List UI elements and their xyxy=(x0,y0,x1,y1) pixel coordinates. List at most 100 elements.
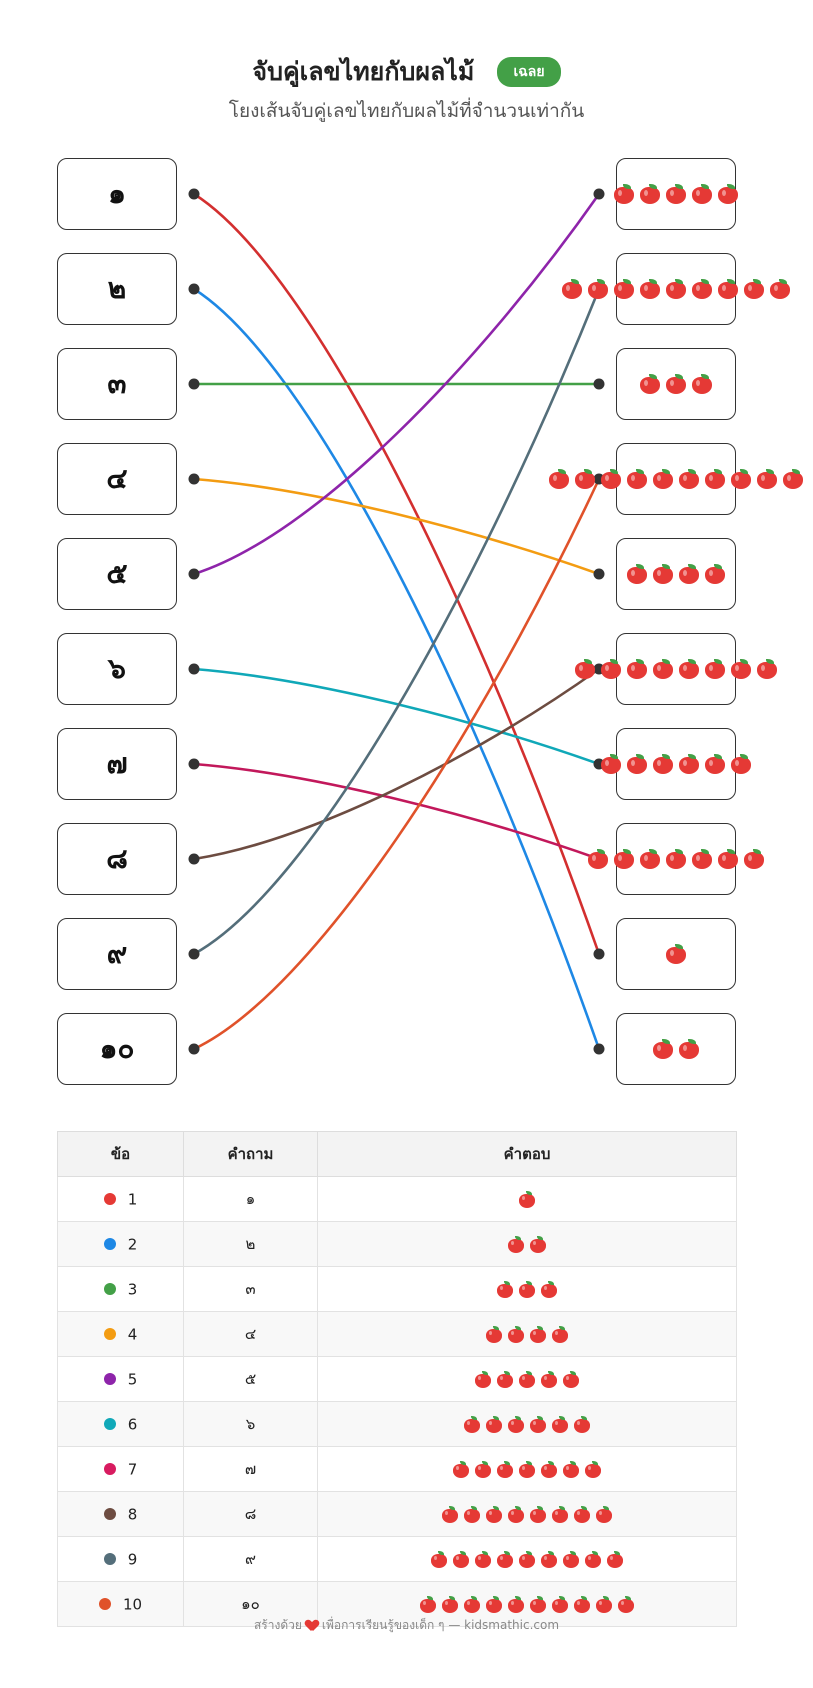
row-number: 10 xyxy=(122,1595,143,1614)
apple-icon xyxy=(529,1505,547,1523)
apple-icon xyxy=(613,279,635,299)
thai-number-box[interactable]: ๓ xyxy=(57,348,177,420)
apple-icon xyxy=(606,1550,624,1568)
apple-icon xyxy=(743,849,765,869)
apple-icon xyxy=(561,279,583,299)
apple-icon xyxy=(756,659,778,679)
right-connector-dot[interactable] xyxy=(593,188,605,200)
apple-icon xyxy=(562,1460,580,1478)
color-dot-icon xyxy=(103,1463,116,1476)
fruit-box[interactable] xyxy=(616,918,736,990)
worksheet-header: จับคู่เลขไทยกับผลไม้ เฉลย xyxy=(0,52,813,92)
left-connector-dot[interactable] xyxy=(188,568,200,580)
thai-number-box[interactable]: ๘ xyxy=(57,823,177,895)
left-connector-dot[interactable] xyxy=(188,473,200,485)
left-connector-dot[interactable] xyxy=(188,188,200,200)
apple-icon xyxy=(595,1595,613,1613)
apple-icon xyxy=(474,1460,492,1478)
footer-text: เพื่อการเรียนรู้ของเด็ก ๆ — kidsmathic.c… xyxy=(321,1618,560,1632)
match-line xyxy=(192,762,601,861)
row-number-cell: 8 xyxy=(57,1491,184,1537)
question-cell: ๗ xyxy=(183,1446,318,1492)
row-number-cell: 3 xyxy=(57,1266,184,1312)
heart-icon xyxy=(306,1620,318,1632)
row-number: 7 xyxy=(127,1460,138,1479)
apple-icon xyxy=(507,1505,525,1523)
row-number-cell: 5 xyxy=(57,1356,184,1402)
left-connector-dot[interactable] xyxy=(188,663,200,675)
thai-number-box[interactable]: ๖ xyxy=(57,633,177,705)
apple-icon xyxy=(574,659,596,679)
thai-number-box[interactable]: ๒ xyxy=(57,253,177,325)
answer-cell xyxy=(317,1176,737,1222)
thai-number-box[interactable]: ๔ xyxy=(57,443,177,515)
fruit-group xyxy=(559,274,793,304)
left-connector-dot[interactable] xyxy=(188,948,200,960)
apple-icon xyxy=(678,469,700,489)
color-dot-icon xyxy=(103,1553,116,1566)
thai-number-box[interactable]: ๑ xyxy=(57,158,177,230)
right-connector-dot[interactable] xyxy=(593,948,605,960)
apple-icon xyxy=(626,659,648,679)
apple-icon xyxy=(652,659,674,679)
thai-number-box[interactable]: ๙ xyxy=(57,918,177,990)
question-cell: ๑๐ xyxy=(183,1581,318,1627)
footer-prefix: สร้างด้วย xyxy=(253,1618,302,1632)
question-cell: ๓ xyxy=(183,1266,318,1312)
answer-table-header: ข้อ คำถาม คำตอบ xyxy=(57,1131,737,1177)
apple-icon xyxy=(485,1505,503,1523)
apple-icon xyxy=(518,1460,536,1478)
apple-icon xyxy=(652,754,674,774)
color-dot-icon xyxy=(103,1508,116,1521)
apple-icon xyxy=(573,1505,591,1523)
apple-icon xyxy=(639,279,661,299)
apple-icon xyxy=(626,564,648,584)
answer-cell xyxy=(317,1266,737,1312)
right-connector-dot[interactable] xyxy=(593,1043,605,1055)
fruit-box[interactable] xyxy=(616,1013,736,1085)
color-dot-icon xyxy=(103,1193,116,1206)
thai-number-box[interactable]: ๑๐ xyxy=(57,1013,177,1085)
row-number: 2 xyxy=(127,1235,138,1254)
apple-icon xyxy=(573,1415,591,1433)
apple-icon xyxy=(691,184,713,204)
thai-number-box[interactable]: ๕ xyxy=(57,538,177,610)
answer-cell xyxy=(317,1221,737,1267)
worksheet-title: จับคู่เลขไทยกับผลไม้ xyxy=(252,57,475,86)
apple-icon xyxy=(613,184,635,204)
thai-number-box[interactable]: ๗ xyxy=(57,728,177,800)
question-cell: ๑ xyxy=(183,1176,318,1222)
right-connector-dot[interactable] xyxy=(593,568,605,580)
apple-icon xyxy=(691,849,713,869)
column-header-question: คำถาม xyxy=(183,1131,318,1177)
left-connector-dot[interactable] xyxy=(188,283,200,295)
left-connector-dot[interactable] xyxy=(188,853,200,865)
color-dot-icon xyxy=(103,1283,116,1296)
row-number: 5 xyxy=(127,1370,138,1389)
right-connector-dot[interactable] xyxy=(593,378,605,390)
apple-icon xyxy=(704,564,726,584)
left-connector-dot[interactable] xyxy=(188,378,200,390)
match-line xyxy=(192,667,601,861)
question-cell: ๙ xyxy=(183,1536,318,1582)
apple-icon xyxy=(665,279,687,299)
left-connector-dot[interactable] xyxy=(188,1043,200,1055)
left-connector-dot[interactable] xyxy=(188,758,200,770)
apple-icon xyxy=(562,1370,580,1388)
apple-icon xyxy=(717,279,739,299)
match-line xyxy=(192,667,601,766)
apple-icon xyxy=(529,1415,547,1433)
match-line xyxy=(192,192,601,956)
apple-icon xyxy=(665,849,687,869)
row-number: 1 xyxy=(127,1190,138,1209)
match-line xyxy=(192,477,601,576)
fruit-group xyxy=(637,369,715,399)
